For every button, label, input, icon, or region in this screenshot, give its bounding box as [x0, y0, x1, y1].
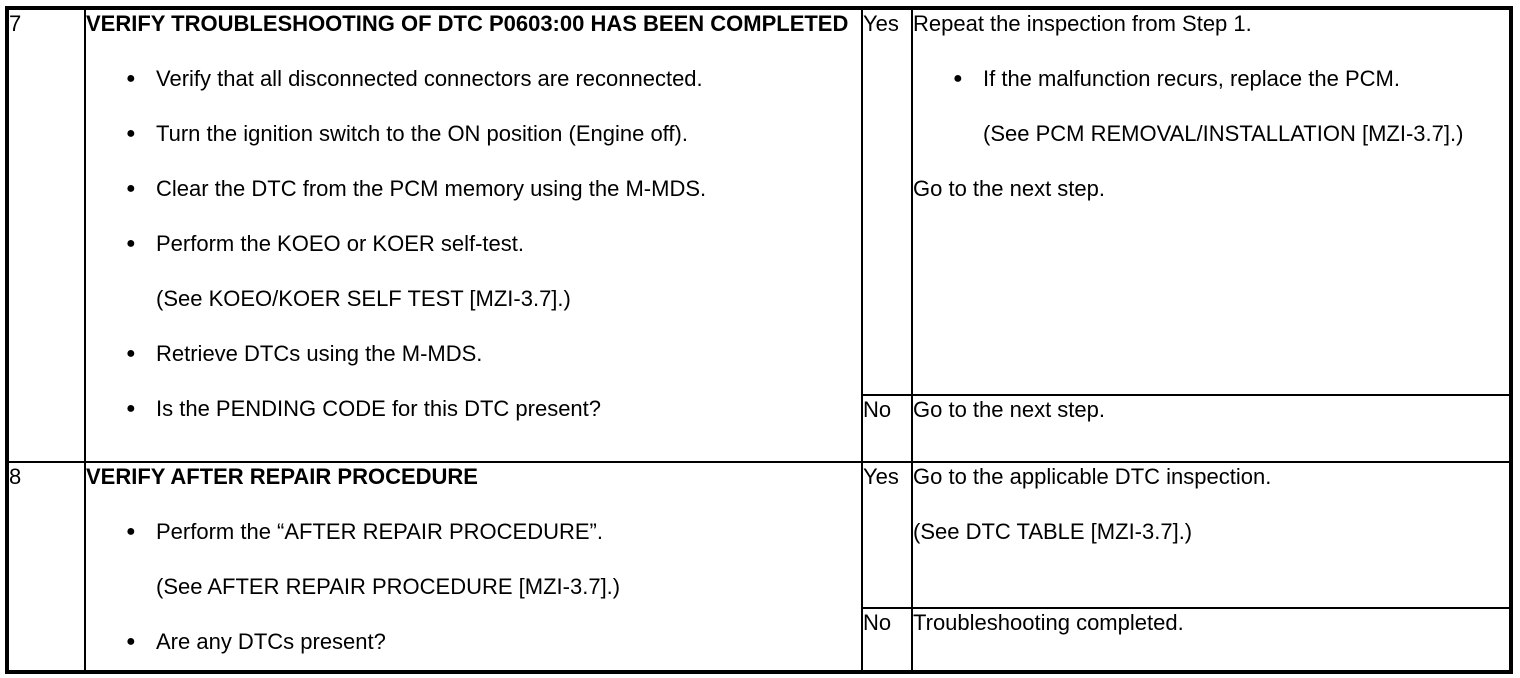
result-bullet-item: ● If the malfunction recurs, replace the…	[913, 65, 1509, 92]
troubleshooting-table: 7 VERIFY TROUBLESHOOTING OF DTC P0603:00…	[5, 6, 1513, 674]
step-number-cell: 7	[6, 7, 86, 463]
result-line: Go to the next step.	[913, 397, 1106, 422]
yes-label-cell: Yes	[861, 7, 913, 396]
bullet-icon: ●	[126, 235, 136, 252]
result-line: Troubleshooting completed.	[913, 610, 1184, 635]
bullet-item: ● Turn the ignition switch to the ON pos…	[86, 120, 861, 147]
bullet-text: Is the PENDING CODE for this DTC present…	[156, 396, 602, 421]
bullet-text: Verify that all disconnected connectors …	[156, 66, 703, 91]
step-number-cell: 8	[6, 461, 86, 673]
bullet-item: ● Are any DTCs present?	[86, 628, 861, 655]
step-number: 8	[9, 464, 22, 489]
no-result-cell: Go to the next step.	[911, 394, 1512, 463]
action-cell: VERIFY AFTER REPAIR PROCEDURE ● Perform …	[84, 461, 863, 673]
no-result-cell: Troubleshooting completed.	[911, 607, 1512, 673]
step-number: 7	[9, 11, 22, 36]
bullet-text: Perform the “AFTER REPAIR PROCEDURE”.	[156, 519, 603, 544]
table-row-step8-no: No Troubleshooting completed.	[7, 607, 1512, 673]
result-line: Repeat the inspection from Step 1.	[913, 11, 1252, 36]
bullet-icon: ●	[126, 70, 136, 87]
bullet-text: Turn the ignition switch to the ON posit…	[156, 121, 688, 146]
bullet-text: Perform the KOEO or KOER self-test.	[156, 231, 524, 256]
bullet-text: Are any DTCs present?	[156, 629, 386, 654]
reference-text: (See KOEO/KOER SELF TEST [MZI-3.7].)	[156, 286, 571, 311]
result-line: Go to the applicable DTC inspection.	[913, 464, 1272, 489]
result-line: Go to the next step.	[913, 176, 1106, 201]
no-label-cell: No	[861, 607, 913, 673]
bullet-item: ● Verify that all disconnected connector…	[86, 65, 861, 92]
no-label: No	[863, 610, 892, 635]
bullet-icon: ●	[126, 125, 136, 142]
action-title: VERIFY AFTER REPAIR PROCEDURE	[86, 464, 478, 489]
no-label: No	[863, 397, 892, 422]
yes-result-cell: Repeat the inspection from Step 1. ● If …	[911, 7, 1512, 396]
no-label-cell: No	[861, 394, 913, 463]
action-title: VERIFY TROUBLESHOOTING OF DTC P0603:00 H…	[86, 11, 849, 36]
bullet-icon: ●	[126, 345, 136, 362]
table-row-step7-yes: 7 VERIFY TROUBLESHOOTING OF DTC P0603:00…	[6, 7, 1512, 463]
bullet-text: Retrieve DTCs using the M-MDS.	[156, 341, 483, 366]
yes-label: Yes	[863, 464, 899, 489]
yes-label-cell: Yes	[861, 461, 913, 609]
bullet-icon: ●	[126, 633, 136, 650]
bullet-item: ● Perform the “AFTER REPAIR PROCEDURE”.	[86, 518, 861, 545]
bullet-icon: ●	[953, 70, 963, 87]
bullet-text: Clear the DTC from the PCM memory using …	[156, 176, 707, 201]
bullet-icon: ●	[126, 180, 136, 197]
bullet-icon: ●	[126, 523, 136, 540]
bullet-item: ● Is the PENDING CODE for this DTC prese…	[86, 395, 861, 422]
table-row-step7-no: No Go to the next step.	[7, 394, 1512, 463]
action-cell: VERIFY TROUBLESHOOTING OF DTC P0603:00 H…	[84, 7, 863, 463]
bullet-icon: ●	[126, 400, 136, 417]
reference-text: (See PCM REMOVAL/INSTALLATION [MZI-3.7].…	[983, 121, 1464, 146]
bullet-text: If the malfunction recurs, replace the P…	[983, 66, 1400, 91]
bullet-item: ● Retrieve DTCs using the M-MDS.	[86, 340, 861, 367]
bullet-item: ● Clear the DTC from the PCM memory usin…	[86, 175, 861, 202]
yes-label: Yes	[863, 11, 899, 36]
table-row-step8-yes: 8 VERIFY AFTER REPAIR PROCEDURE ● Perfor…	[6, 461, 1512, 673]
yes-result-cell: Go to the applicable DTC inspection. (Se…	[911, 461, 1512, 609]
reference-text: (See AFTER REPAIR PROCEDURE [MZI-3.7].)	[156, 574, 621, 599]
reference-text: (See DTC TABLE [MZI-3.7].)	[913, 519, 1193, 544]
bullet-item: ● Perform the KOEO or KOER self-test.	[86, 230, 861, 257]
